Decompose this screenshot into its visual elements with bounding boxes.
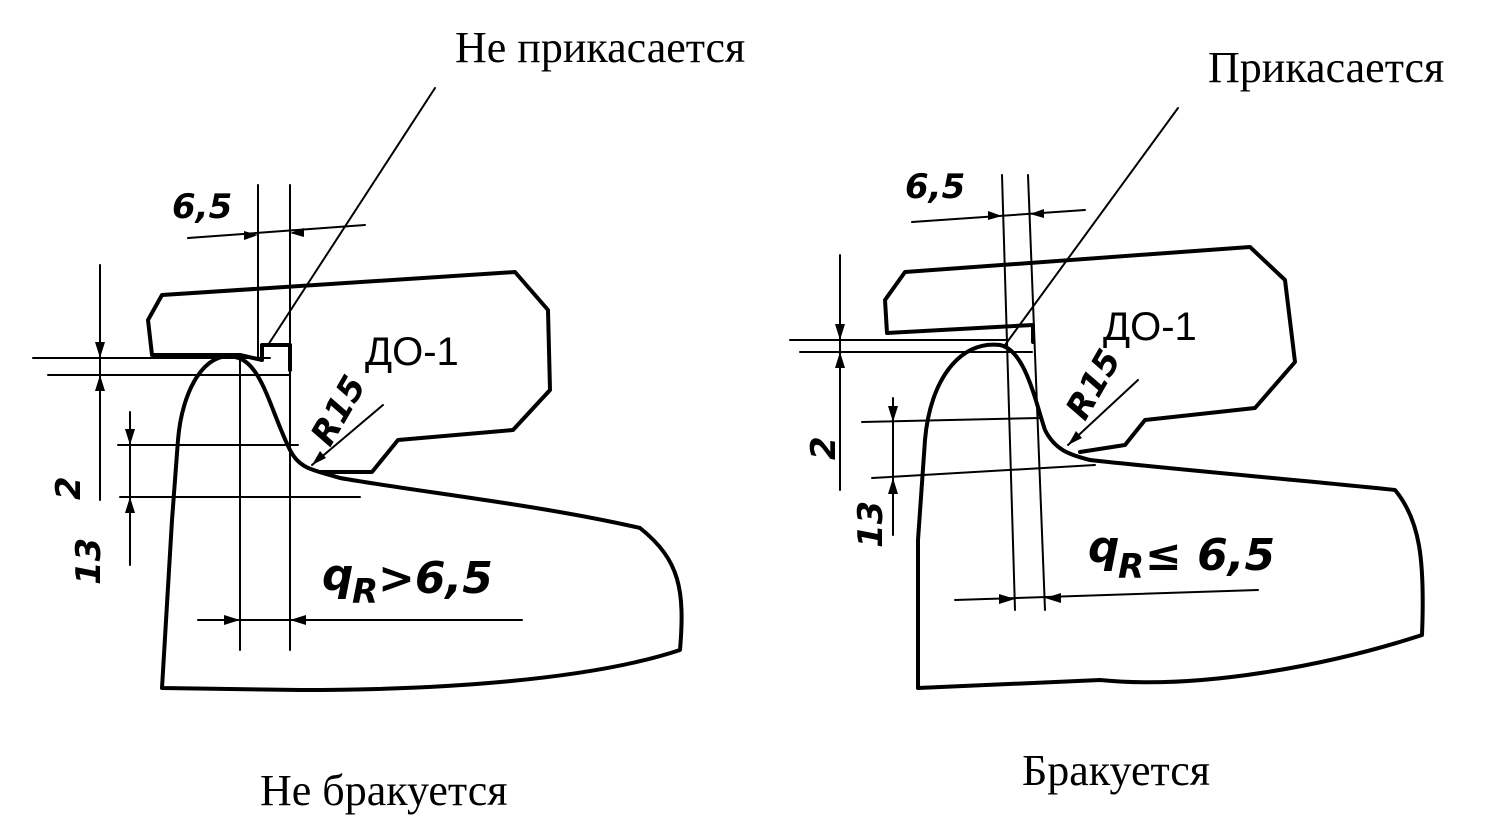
- right-dim-large: 13: [851, 501, 891, 548]
- left-dim-top: 6,5: [172, 187, 232, 227]
- left-qr-subscript: R: [352, 572, 378, 612]
- left-gauge-body: [146, 270, 552, 474]
- right-pointer-label: Прикасается: [1208, 43, 1444, 92]
- left-arrow-icon: [224, 615, 240, 625]
- left-arrow-icon: [125, 497, 135, 513]
- left-verdict: Не бракуется: [260, 766, 507, 815]
- left-figure: Не прикасается 6,5 2 13 ДО-1: [32, 23, 745, 815]
- right-arrow-icon: [835, 352, 845, 368]
- right-qr-condition: ≤ 6,5: [1145, 530, 1275, 581]
- left-arrow-icon: [95, 342, 105, 358]
- right-radius-label: R15: [1058, 343, 1129, 427]
- right-qr-symbol: q: [1088, 522, 1120, 573]
- right-arrow-icon: [1045, 593, 1061, 603]
- right-radius-leader: [1067, 379, 1139, 446]
- left-radius-leader: [311, 404, 384, 466]
- right-arrow-icon: [888, 406, 898, 422]
- right-ref-line-3: [861, 417, 1041, 423]
- left-gauge-name: ДО-1: [365, 330, 459, 374]
- left-arrow-icon: [312, 451, 326, 465]
- right-dim-small: 2: [804, 436, 844, 460]
- left-qr-symbol: q: [322, 550, 354, 601]
- right-qr-subscript: R: [1118, 547, 1144, 587]
- right-dim-top: 6,5: [905, 167, 965, 207]
- left-dim-top-line: [187, 224, 366, 239]
- left-dim-large: 13: [69, 538, 109, 585]
- right-arrow-icon: [988, 211, 1002, 220]
- right-figure: Прикасается 6,5 2 13 ДО-1 R15: [789, 43, 1444, 795]
- left-qr-condition: >6,5: [378, 553, 493, 604]
- left-arrow-icon: [244, 231, 258, 240]
- right-arrow-icon: [888, 478, 898, 494]
- left-leader-line: [267, 87, 436, 346]
- left-dim-small: 2: [49, 476, 89, 500]
- right-arrow-icon: [1030, 209, 1044, 218]
- left-pointer-label: Не прикасается: [455, 23, 745, 72]
- right-vline-1: [1001, 174, 1016, 611]
- right-ref-line-4: [871, 464, 1096, 479]
- left-arrow-icon: [95, 375, 105, 391]
- right-verdict: Бракуется: [1022, 746, 1210, 795]
- right-wheel-profile: [916, 342, 1425, 690]
- right-arrow-icon: [1068, 431, 1082, 445]
- right-vline-2: [1027, 174, 1046, 611]
- left-arrow-icon: [125, 429, 135, 445]
- left-arrow-icon: [290, 615, 306, 625]
- right-gauge-name: ДО-1: [1103, 305, 1197, 349]
- left-radius-label: R15: [303, 369, 374, 453]
- right-arrow-icon: [835, 324, 845, 340]
- left-arrow-icon: [290, 228, 304, 237]
- right-arrow-icon: [999, 594, 1015, 604]
